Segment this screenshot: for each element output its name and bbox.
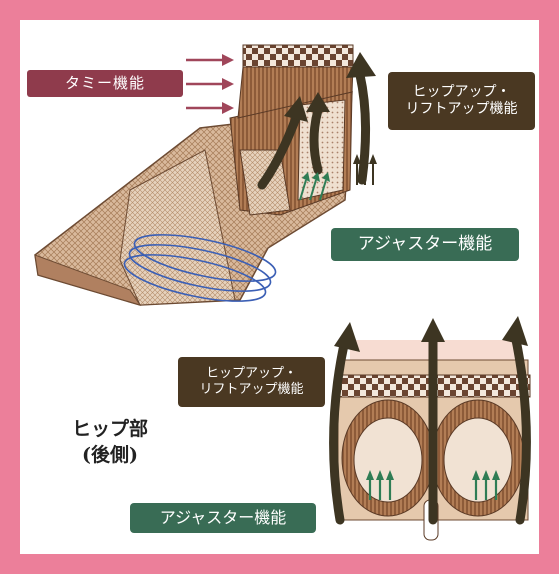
caption-line-1: ヒップ部 <box>71 418 148 440</box>
adjuster-ring-icon <box>123 234 277 302</box>
small-up-arrows-icon <box>353 154 377 185</box>
adjuster-function-label-top: アジャスター機能 <box>331 228 519 261</box>
adjuster-arrows-bottom-icon <box>366 470 500 500</box>
hip-back-caption: ヒップ部 (後側) <box>50 416 170 468</box>
side-view-garment <box>34 44 354 306</box>
adjuster-function-label-bottom: アジャスター機能 <box>130 503 316 533</box>
hip-up-lift-up-label-bottom: ヒップアップ・ リフトアップ機能 <box>178 357 325 407</box>
lift-arrowheads-top-icon <box>284 52 376 122</box>
adjuster-arrows-top-icon <box>299 172 330 201</box>
tummy-function-label: タミー機能 <box>27 70 183 97</box>
caption-line-2: (後側) <box>82 444 138 466</box>
lift-arrowheads-bottom-icon <box>334 316 528 352</box>
hip-up-lift-up-label-top: ヒップアップ・ リフトアップ機能 <box>388 72 535 130</box>
tummy-arrows-icon <box>186 54 234 114</box>
lift-arrows-top-icon <box>257 70 371 190</box>
lift-arrows-bottom-icon <box>329 330 531 525</box>
